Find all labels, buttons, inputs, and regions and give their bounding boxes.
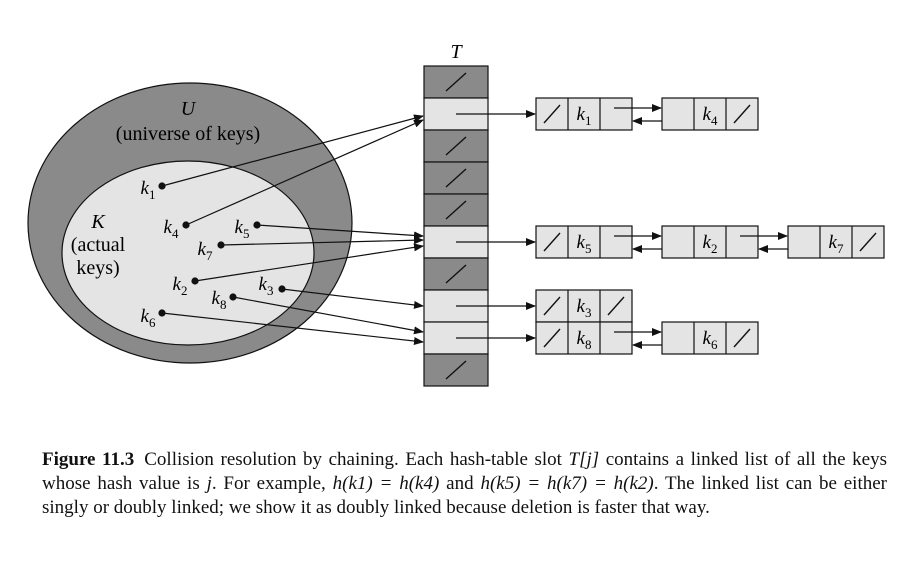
arrow-k8 bbox=[232, 296, 424, 335]
list-node: k4 bbox=[661, 97, 759, 131]
caption-equation-2: h(k5) = h(k7) = h(k2) bbox=[480, 473, 654, 494]
label-k2: k2 bbox=[173, 274, 188, 298]
nil-slash bbox=[445, 264, 467, 284]
linked-lists: k1 k4 k5 k2 k7 k3 k8 k6 bbox=[456, 97, 885, 355]
table-slot-3 bbox=[423, 161, 489, 195]
node-key-k5: k5 bbox=[577, 232, 592, 256]
nil-slash bbox=[445, 136, 467, 156]
caption-text-3: . For example, bbox=[211, 473, 333, 494]
caption-text-4: and bbox=[439, 473, 481, 494]
caption-text-5: . The linked list can be either singly o… bbox=[42, 473, 887, 518]
actual-keys-sublabel-2: keys) bbox=[76, 257, 119, 279]
list-node: k5 bbox=[535, 225, 633, 259]
label-k1: k1 bbox=[141, 178, 156, 202]
label-k5: k5 bbox=[235, 217, 250, 241]
arrow-k5 bbox=[256, 224, 424, 240]
chain-slot-5: k5 k2 k7 bbox=[456, 225, 885, 259]
nil-slash bbox=[445, 200, 467, 220]
caption-text-2: contains a linked list of all the keys w… bbox=[42, 449, 887, 494]
caption-text-1: Collision resolution by chaining. Each h… bbox=[144, 449, 569, 470]
table-slot-4 bbox=[423, 193, 489, 227]
point-k7 bbox=[217, 241, 225, 249]
chaining-diagram: U (universe of keys) K (actual keys) T k… bbox=[27, 41, 885, 387]
nil-slash bbox=[445, 168, 467, 188]
figure-caption: Figure 11.3 Collision resolution by chain… bbox=[42, 448, 887, 520]
arrow-k4 bbox=[185, 119, 424, 226]
node-key-k7: k7 bbox=[829, 232, 844, 256]
actual-keys-sublabel-1: (actual bbox=[71, 234, 126, 256]
node-key-k3: k3 bbox=[577, 296, 592, 320]
nil-prev-slash bbox=[543, 328, 561, 348]
caption-figure-label: Figure 11.3 bbox=[42, 449, 135, 470]
nil-prev-slash bbox=[543, 104, 561, 124]
chain-slot-1: k1 k4 bbox=[456, 97, 759, 131]
nil-next-slash bbox=[733, 104, 751, 124]
label-k8: k8 bbox=[212, 288, 227, 312]
point-k2 bbox=[191, 277, 199, 285]
table-slot-2 bbox=[423, 129, 489, 163]
actual-keys-label: K bbox=[90, 211, 106, 233]
label-k3: k3 bbox=[259, 274, 274, 298]
nil-prev-slash bbox=[543, 232, 561, 252]
point-k6 bbox=[158, 309, 166, 317]
point-k4 bbox=[182, 221, 190, 229]
point-k5 bbox=[253, 221, 261, 229]
table-slot-9 bbox=[423, 353, 489, 387]
nil-slash bbox=[445, 72, 467, 92]
key-arrows bbox=[161, 114, 424, 345]
arrow-k1 bbox=[161, 114, 424, 187]
list-node: k3 bbox=[535, 289, 633, 323]
list-node: k1 bbox=[535, 97, 633, 131]
node-key-k8: k8 bbox=[577, 328, 592, 352]
label-k4: k4 bbox=[164, 217, 179, 241]
table-slot-6 bbox=[423, 257, 489, 291]
nil-next-slash bbox=[859, 232, 877, 252]
universe-label: U bbox=[181, 98, 197, 120]
nil-slash bbox=[445, 360, 467, 380]
universe-sublabel: (universe of keys) bbox=[116, 123, 260, 145]
node-key-k6: k6 bbox=[703, 328, 718, 352]
arrow-k7 bbox=[220, 236, 424, 246]
list-node: k7 bbox=[787, 225, 885, 259]
table-label: T bbox=[450, 41, 463, 63]
caption-j: j bbox=[206, 473, 212, 494]
node-key-k1: k1 bbox=[577, 104, 592, 128]
point-k3 bbox=[278, 285, 286, 293]
nil-next-slash bbox=[607, 296, 625, 316]
list-node: k6 bbox=[661, 321, 759, 355]
actual-keys-ellipse bbox=[61, 160, 315, 346]
point-k8 bbox=[229, 293, 237, 301]
table-slot-0 bbox=[423, 65, 489, 99]
node-key-k2: k2 bbox=[703, 232, 718, 256]
point-k1 bbox=[158, 182, 166, 190]
chain-slot-7: k3 bbox=[456, 289, 633, 323]
label-k7: k7 bbox=[198, 239, 213, 263]
list-node: k2 bbox=[661, 225, 759, 259]
caption-equation-1: h(k1) = h(k4) bbox=[332, 473, 440, 494]
label-k6: k6 bbox=[141, 306, 156, 330]
chain-slot-8: k8 k6 bbox=[456, 321, 759, 355]
nil-prev-slash bbox=[543, 296, 561, 316]
key-points: k1 k4 k5 k7 k2 k3 k8 k6 bbox=[141, 178, 286, 330]
node-key-k4: k4 bbox=[703, 104, 718, 128]
caption-slot-expr: T[j] bbox=[568, 449, 600, 470]
arrow-k2 bbox=[194, 243, 424, 282]
list-node: k8 bbox=[535, 321, 633, 355]
arrow-k3 bbox=[281, 288, 424, 309]
nil-next-slash bbox=[733, 328, 751, 348]
arrow-k6 bbox=[161, 312, 424, 345]
